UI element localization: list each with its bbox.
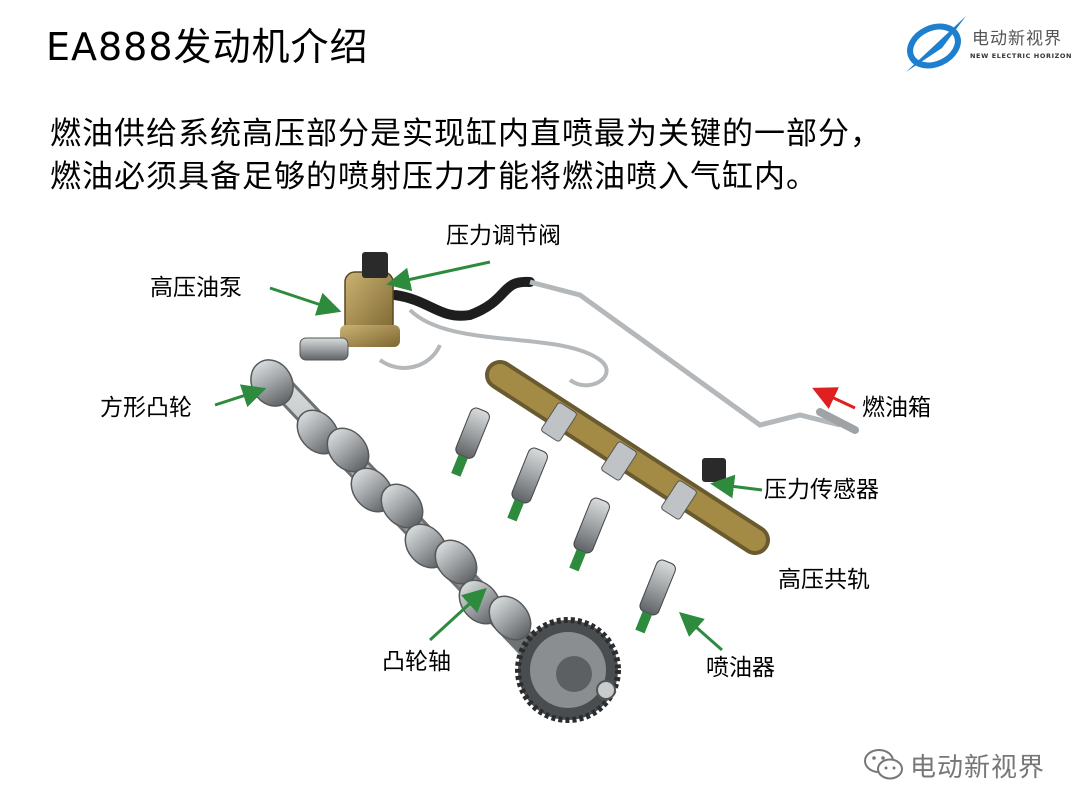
label-fuel-tank: 燃油箱 bbox=[862, 395, 931, 421]
arrow-camshaft bbox=[428, 587, 487, 642]
arrow-pressure-sensor bbox=[710, 474, 763, 499]
watermark: 电动新视界 bbox=[862, 745, 1062, 785]
arrow-hp-pump bbox=[269, 286, 342, 316]
high-pressure-pump bbox=[299, 252, 400, 361]
arrow-injector bbox=[679, 612, 723, 652]
fuel-system-illustration bbox=[214, 252, 859, 723]
label-hp-pump: 高压油泵 bbox=[150, 275, 242, 301]
arrow-fuel-tank bbox=[812, 387, 856, 410]
label-camshaft: 凸轮轴 bbox=[382, 649, 451, 675]
label-pressure-valve: 压力调节阀 bbox=[446, 223, 561, 249]
arrow-pressure-valve bbox=[386, 260, 491, 292]
logo-text-en: NEW ELECTRIC HORIZON bbox=[970, 52, 1073, 60]
body-line-1: 燃油供给系统高压部分是实现缸内直喷最为关键的一部分， bbox=[50, 116, 882, 152]
body-line-2: 燃油必须具备足够的喷射压力才能将燃油喷入气缸内。 bbox=[50, 159, 818, 195]
watermark-text: 电动新视界 bbox=[910, 753, 1046, 783]
fuel-rail bbox=[485, 360, 770, 555]
label-cam-lobe: 方形凸轮 bbox=[100, 395, 192, 421]
brand-logo: 电动新视界 NEW ELECTRIC HORIZON bbox=[902, 14, 1071, 74]
label-rail: 高压共轨 bbox=[778, 567, 870, 593]
fuel-lines bbox=[378, 276, 859, 434]
wechat-icon bbox=[864, 749, 903, 780]
fuel-system-diagram: 压力调节阀 高压油泵 方形凸轮 燃油箱 压力传感器 高压共轨 凸轮轴 喷油器 bbox=[0, 200, 1080, 740]
label-pressure-sensor: 压力传感器 bbox=[764, 477, 879, 503]
slide-title: EA888发动机介绍 bbox=[46, 25, 369, 69]
label-injector: 喷油器 bbox=[706, 655, 775, 681]
logo-text-cn: 电动新视界 bbox=[972, 29, 1062, 49]
arrow-cam-lobe bbox=[214, 384, 267, 408]
injectors bbox=[451, 407, 676, 634]
logo-swirl-icon bbox=[906, 16, 966, 72]
callout-arrows bbox=[214, 260, 856, 652]
